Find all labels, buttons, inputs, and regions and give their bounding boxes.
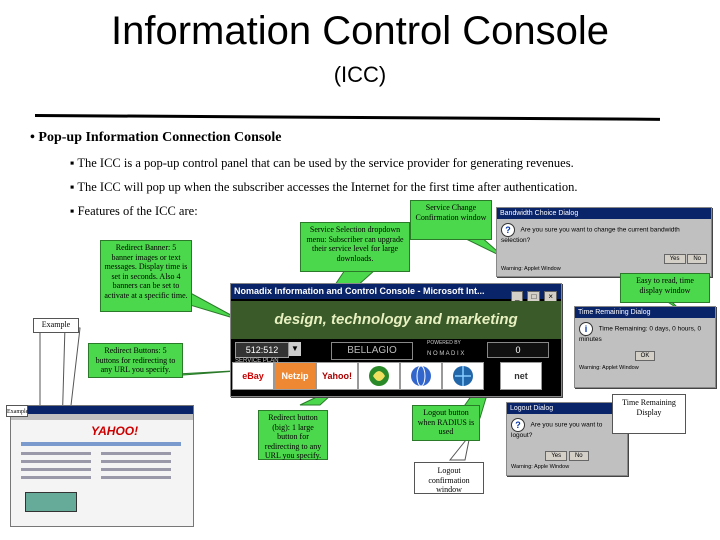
- page-line: [101, 468, 171, 471]
- example-label-bottom: Example: [6, 405, 28, 417]
- callout-redirect-big: Redirect button (big): 1 large button fo…: [258, 410, 328, 460]
- globe-icon: [411, 365, 431, 387]
- redirect-banner[interactable]: design, technology and marketing: [231, 301, 561, 339]
- pointer-logout-confirm: [448, 434, 471, 461]
- bandwidth-dialog: Bandwidth Choice Dialog ? Are you sure y…: [496, 207, 712, 277]
- yahoo-logo: YAHOO!: [91, 424, 139, 438]
- main-bullet: • Pop-up Information Connection Console: [30, 130, 282, 145]
- applet-warning: Warning: Apple Window: [511, 464, 570, 470]
- applet-warning: Warning: Applet Window: [501, 266, 561, 272]
- time-ok-button[interactable]: OK: [634, 351, 656, 361]
- info-icon: i: [579, 322, 593, 336]
- swirl-icon: [369, 366, 389, 386]
- page-subtitle: (ICC): [333, 62, 387, 87]
- callout-easy-read: Easy to read, time display window: [620, 273, 710, 303]
- redirect-button-6[interactable]: [442, 362, 484, 390]
- applet-warning: Warning: Applet Window: [579, 365, 639, 371]
- bandwidth-dialog-title: Bandwidth Choice Dialog: [497, 208, 711, 219]
- service-plan-label: SERVICE PLAN: [235, 358, 279, 364]
- no-button[interactable]: No: [687, 254, 707, 264]
- nomadix-label: N O M A D I X: [427, 351, 465, 357]
- redirect-button-1[interactable]: eBay: [232, 362, 274, 390]
- callout-redirect-banner: Redirect Banner: 5 banner images or text…: [100, 240, 192, 312]
- page-line: [101, 452, 171, 455]
- redirect-button-2[interactable]: Netzip: [274, 362, 316, 390]
- bullet-item: The ICC is a pop-up control panel that c…: [70, 156, 573, 171]
- time-dialog-title: Time Remaining Dialog: [575, 307, 715, 318]
- logout-dialog-title: Logout Dialog: [507, 403, 627, 414]
- logout-yes-button[interactable]: Yes: [545, 451, 568, 461]
- logo-button[interactable]: BELLAGIO: [331, 342, 413, 360]
- redirect-button-4[interactable]: [358, 362, 400, 390]
- callout-logout-button: Logout button when RADIUS is used: [412, 405, 480, 441]
- page-line: [21, 442, 181, 446]
- page-title: Information Control Console: [110, 9, 610, 53]
- logout-no-button[interactable]: No: [568, 451, 589, 461]
- bullet-item: The ICC will pop up when the subscriber …: [70, 180, 577, 195]
- time-dialog-text: Time Remaining: 0 days, 0 hours, 0 minut…: [579, 325, 702, 343]
- redirect-button-7[interactable]: net: [500, 362, 542, 390]
- chevron-down-icon[interactable]: ▼: [289, 342, 301, 356]
- callout-time-remaining: Time Remaining Display: [612, 394, 686, 434]
- callout-logout-confirm: Logout confirmation window: [414, 462, 484, 494]
- redirect-button-5[interactable]: [400, 362, 442, 390]
- callout-service-selection: Service Selection dropdown menu: Subscri…: [300, 222, 410, 272]
- browser-titlebar: [11, 406, 193, 414]
- page-line: [21, 476, 91, 479]
- page-line: [21, 452, 91, 455]
- yes-button[interactable]: Yes: [663, 254, 686, 264]
- question-icon: ?: [501, 223, 515, 237]
- time-counter: 0: [487, 342, 549, 358]
- browser-screenshot: YAHOO!: [10, 405, 194, 527]
- mini-icc-console: [25, 492, 77, 512]
- redirect-button-3[interactable]: Yahoo!: [316, 362, 358, 390]
- question-icon: ?: [511, 418, 525, 432]
- callout-redirect-buttons: Redirect Buttons: 5 buttons for redirect…: [88, 343, 183, 378]
- page-line: [101, 460, 171, 463]
- example-label-top: Example: [33, 318, 79, 333]
- time-remaining-dialog: Time Remaining Dialog i Time Remaining: …: [574, 306, 716, 388]
- logout-dialog: Logout Dialog ? Are you sure you want to…: [506, 402, 628, 476]
- service-dropdown[interactable]: 512:512: [235, 342, 289, 358]
- globe-icon: [453, 366, 473, 386]
- powered-by-label: POWERED BY: [427, 340, 461, 346]
- page-line: [21, 468, 91, 471]
- page-line: [21, 460, 91, 463]
- logout-dialog-text: Are you sure you want to logout?: [511, 421, 603, 439]
- browser-toolbar: [11, 414, 193, 420]
- callout-service-change: Service Change Confirmation window: [410, 200, 492, 240]
- page-line: [101, 476, 171, 479]
- bullet-item: Features of the ICC are:: [70, 204, 198, 219]
- bandwidth-dialog-text: Are you sure you want to change the curr…: [501, 226, 680, 244]
- console-title: Nomadix Information and Control Console …: [231, 284, 561, 299]
